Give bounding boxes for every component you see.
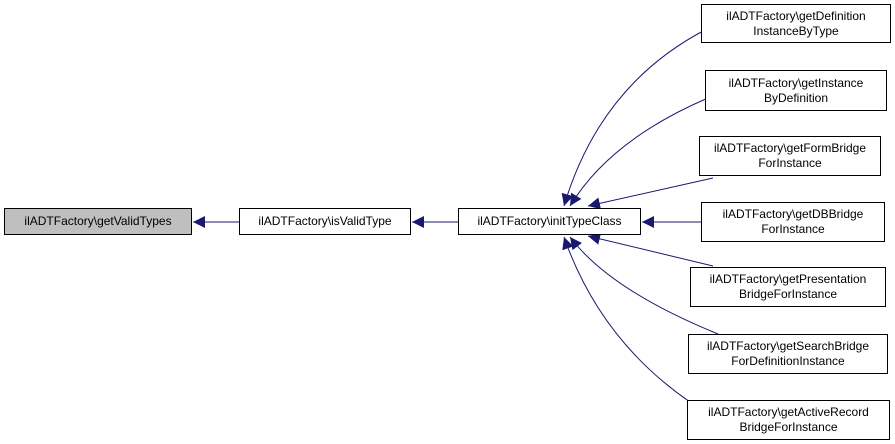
edge-getActiveRecordBridgeForInstance-to-initTypeClass: [562, 236, 691, 403]
node-label-line: ilADTFactory\getValidTypes: [24, 214, 172, 228]
node-label-line: BridgeForInstance: [739, 420, 838, 434]
node-initTypeClass[interactable]: ilADTFactory\initTypeClass: [458, 208, 641, 235]
node-label-line: ByDefinition: [763, 90, 829, 105]
node-label-line: ilADTFactory\getDefinition: [726, 8, 866, 23]
node-getValidTypes: ilADTFactory\getValidTypes: [4, 208, 192, 235]
node-label-line: ilADTFactory\isValidType: [258, 214, 392, 228]
node-label-line: ForInstance: [758, 156, 822, 170]
node-label-line: ilADTFactory\getInstance: [728, 75, 864, 90]
node-label-line: ForDefinitionInstance: [731, 354, 845, 368]
node-label-line: ilADTFactory\initTypeClass: [477, 214, 622, 228]
node-label-line: ilADTFactory\getSearchBridge: [706, 339, 870, 353]
edge-getFormBridgeForInstance-to-initTypeClass: [587, 177, 714, 210]
edge-getPresentationBridgeForInstance-to-initTypeClass: [587, 232, 714, 267]
node-isValidType[interactable]: ilADTFactory\isValidType: [239, 208, 411, 235]
node-label-line: ilADTFactory\getDBBridge: [722, 207, 864, 221]
node-label-line: ilADTFactory\getActiveRecord: [708, 405, 869, 419]
node-label-line: ilADTFactory\getFormBridge: [713, 141, 867, 155]
edge-getDefinitionInstanceByType-to-initTypeClass: [561, 29, 706, 207]
edge-getSearchBridgeForDefinitionInstance-to-initTypeClass: [569, 236, 719, 335]
edge-getInstanceByDefinition-to-initTypeClass: [569, 97, 709, 207]
node-label-line: ForInstance: [761, 222, 825, 236]
node-label-line: BridgeForInstance: [738, 287, 838, 301]
node-label-line: InstanceByType: [753, 23, 839, 38]
node-label-line: ilADTFactory\getPresentation: [709, 272, 867, 286]
